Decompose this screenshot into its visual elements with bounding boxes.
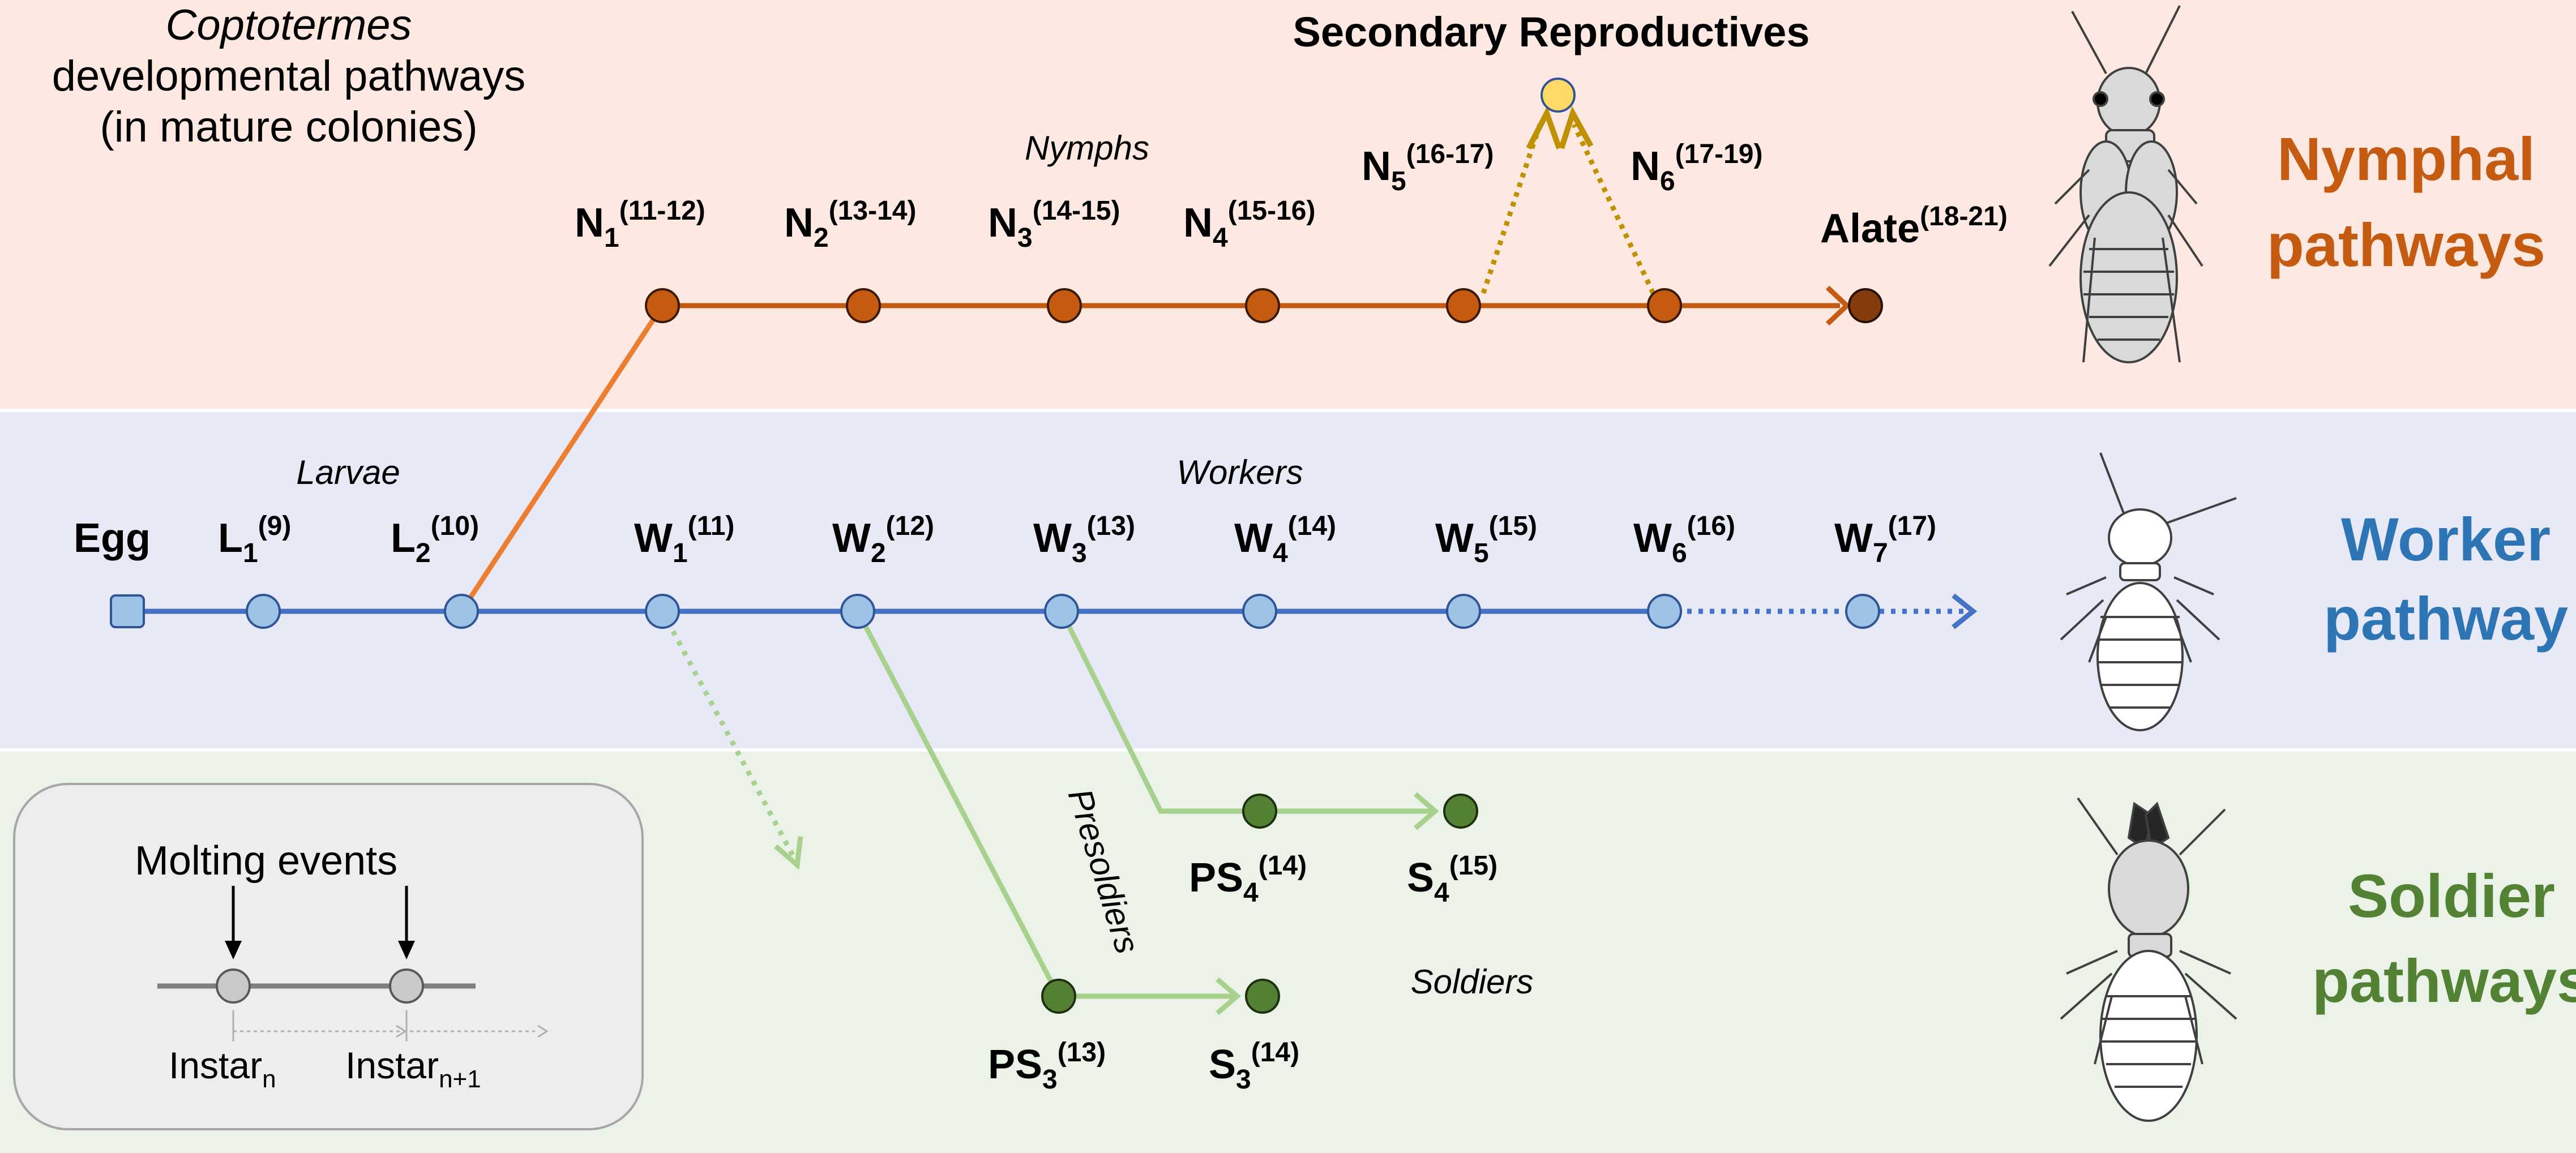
title-line3: (in mature colonies) <box>100 103 477 151</box>
w5-node <box>1446 594 1481 629</box>
ps4-label: PS4(14) <box>1189 851 1307 908</box>
n5-node <box>1446 288 1481 323</box>
nymphal-title-line1: Nymphal <box>2277 125 2535 193</box>
s3-node <box>1245 979 1280 1014</box>
n3-node <box>1047 288 1082 323</box>
w3-label: W3(13) <box>1033 511 1135 568</box>
l2-node <box>444 594 479 629</box>
legend-instar-n1: Instarn+1 <box>345 1044 481 1093</box>
soldier-title-line1: Soldier <box>2348 861 2555 930</box>
w4-label: W4(14) <box>1234 511 1336 568</box>
s3-label: S3(14) <box>1209 1038 1299 1095</box>
ps3-label: PS3(13) <box>988 1038 1106 1095</box>
n1-label: N1(11-12) <box>575 196 705 253</box>
larvae-label: Larvae <box>296 453 400 491</box>
w4-node <box>1242 594 1277 629</box>
w2-soldier-arrowhead <box>1216 977 1241 1015</box>
legend-title: Molting events <box>135 838 397 884</box>
s4-label: S4(15) <box>1407 851 1497 908</box>
secondary-arrowhead-right <box>1559 106 1594 149</box>
l1-label: L1(9) <box>218 511 291 568</box>
l2-label: L2(10) <box>391 511 479 568</box>
legend-box <box>13 783 644 1130</box>
nymphal-title-line2: pathways <box>2267 211 2545 279</box>
soldier-title-line2: pathways <box>2312 946 2576 1015</box>
worker-termite-illustration <box>2060 452 2237 731</box>
legend: Molting events Instarn Instarn+1 <box>13 783 644 1130</box>
worker-title-line1: Worker <box>2341 505 2551 573</box>
n4-node <box>1245 288 1280 323</box>
w2-node <box>840 594 875 629</box>
legend-node-2 <box>389 968 424 1004</box>
secondary-arrow-right <box>1571 123 1656 294</box>
s4-node <box>1443 794 1478 829</box>
w7-label: W7(17) <box>1834 511 1936 568</box>
w1-soldier-dotted-branch <box>660 610 798 862</box>
ps3-node <box>1041 979 1076 1014</box>
legend-instar-arrowhead-2 <box>537 1025 549 1038</box>
legend-arrowhead-2 <box>398 941 415 959</box>
w3-presoldier-branch <box>1059 610 1432 814</box>
nymphs-label: Nymphs <box>1025 129 1149 167</box>
egg-label: Egg <box>74 516 151 561</box>
workers-label: Workers <box>1176 453 1303 491</box>
larva-to-nymph-branch <box>459 304 665 613</box>
n2-node <box>846 288 881 323</box>
n2-label: N2(13-14) <box>784 196 916 253</box>
n6-label: N6(17-19) <box>1631 139 1762 196</box>
w6-label: W6(16) <box>1633 511 1735 568</box>
egg-node <box>110 594 145 628</box>
worker-arrowhead <box>1952 593 1978 629</box>
n4-label: N4(15-16) <box>1183 196 1315 253</box>
w3-node <box>1044 594 1079 629</box>
secondary-reproductives-label: Secondary Reproductives <box>1293 8 1810 55</box>
w6-node <box>1647 594 1682 629</box>
w1-soldier-arrowhead <box>774 836 803 870</box>
w5-label: W5(15) <box>1435 511 1537 568</box>
legend-node-1 <box>216 968 251 1004</box>
n5-label: N5(16-17) <box>1362 139 1494 196</box>
legend-instar-n: Instarn <box>169 1044 276 1093</box>
soldier-termite-illustration <box>2060 797 2237 1122</box>
w7-node <box>1845 594 1880 629</box>
n1-node <box>645 288 680 323</box>
secondary-reproductive-node <box>1541 78 1576 113</box>
worker-title-line2: pathway <box>2323 584 2568 653</box>
ps4-node <box>1242 794 1277 829</box>
alate-termite-illustration <box>2048 5 2203 363</box>
l1-node <box>246 594 281 629</box>
alate-node <box>1848 288 1883 323</box>
legend-instar-arrowhead-1 <box>396 1025 407 1038</box>
legend-arrowhead-1 <box>225 941 242 959</box>
soldiers-label: Soldiers <box>1411 963 1534 1001</box>
title-genus: Coptotermes <box>165 1 412 49</box>
title-line2: developmental pathways <box>52 52 526 100</box>
w3-soldier-arrowhead <box>1414 792 1439 830</box>
n6-node <box>1647 288 1682 323</box>
nymphal-arrowhead <box>1825 285 1851 326</box>
secondary-arrowhead-left <box>1526 106 1562 150</box>
w1-node <box>645 594 680 629</box>
alate-label: Alate(18-21) <box>1820 202 2008 251</box>
n3-label: N3(14-15) <box>988 196 1120 253</box>
w1-label: W1(11) <box>634 511 734 568</box>
w2-label: W2(12) <box>832 511 934 568</box>
